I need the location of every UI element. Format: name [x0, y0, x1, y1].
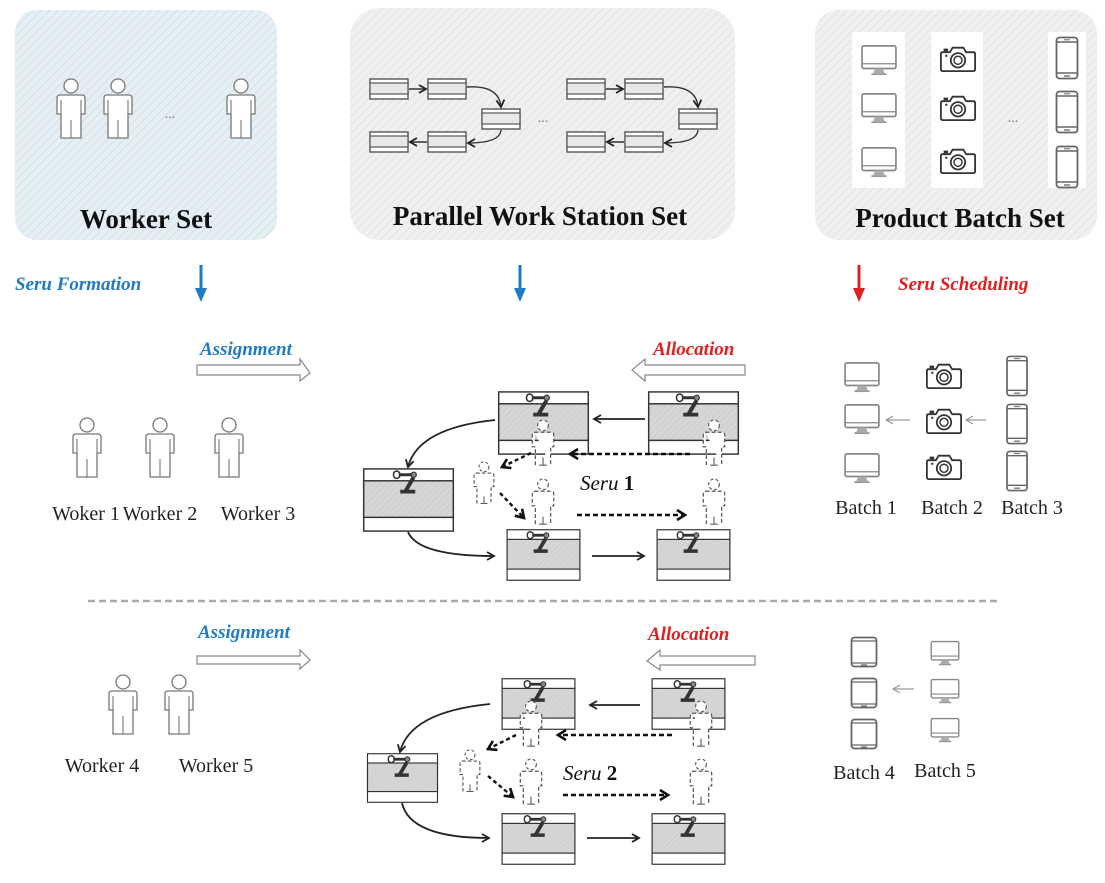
- allocation-arrow-icon: [631, 357, 746, 383]
- worker-icon: [108, 674, 138, 735]
- station-set-panel: ... Parallel Work Station Set: [350, 8, 735, 240]
- work-station: [362, 468, 455, 532]
- station-icon: [427, 131, 467, 153]
- station-set-title: Parallel Work Station Set: [393, 201, 687, 231]
- worker-label: Worker 2: [123, 503, 197, 525]
- worker-dashed-icon: [702, 478, 726, 525]
- phone-icon: [1006, 450, 1028, 492]
- batch-label: Batch 1: [835, 497, 897, 519]
- monitor-icon: [930, 640, 960, 666]
- station-set-ellipsis: ...: [538, 111, 549, 126]
- seru-formation-label: Seru Formation: [15, 274, 141, 295]
- worker-dashed-icon: [519, 758, 543, 805]
- station-icon: [624, 131, 664, 153]
- allocation-label: Allocation: [652, 339, 734, 360]
- work-station: [656, 529, 731, 581]
- worker-icon: [145, 417, 175, 478]
- station-icon: [566, 78, 606, 100]
- phone-icon: [1055, 36, 1079, 80]
- seru-1-section: Assignment Allocation Woker 1 Worker 2 W…: [52, 339, 1063, 581]
- blue-down-arrow-icon: [514, 265, 526, 302]
- assignment-arrow-icon: [196, 357, 311, 383]
- product-set-title: Product Batch Set: [855, 203, 1065, 233]
- assignment-label: Assignment: [197, 622, 291, 643]
- work-station: [366, 753, 439, 803]
- station-icon: [369, 131, 409, 153]
- station-icon: [624, 78, 664, 100]
- work-station: [501, 813, 576, 865]
- worker-dashed-icon: [473, 461, 495, 505]
- worker-label: Worker 4: [65, 755, 139, 777]
- allocation-arrow-icon: [646, 648, 756, 672]
- worker-dashed-icon: [531, 478, 555, 525]
- batch-label: Batch 3: [1001, 497, 1063, 519]
- seru-2-section: Assignment Allocation Worker 4 Worker 5: [65, 622, 976, 865]
- monitor-icon: [930, 678, 960, 704]
- work-station: [651, 813, 726, 865]
- phone-icon: [850, 636, 878, 668]
- worker-label: Worker 5: [179, 755, 253, 777]
- phone-icon: [1055, 145, 1079, 189]
- station-line-group: [566, 78, 718, 153]
- batch-label: Batch 4: [833, 762, 895, 784]
- monitor-icon: [844, 362, 880, 393]
- batch-label: Batch 2: [921, 497, 983, 519]
- station-icon: [566, 131, 606, 153]
- phone-icon: [850, 677, 878, 709]
- worker-dashed-icon: [459, 749, 481, 793]
- worker-label: Woker 1: [52, 503, 120, 525]
- batch-label: Batch 5: [914, 760, 976, 782]
- phone-icon: [1055, 90, 1079, 134]
- worker-label: Worker 3: [221, 503, 295, 525]
- phone-icon: [1006, 403, 1028, 445]
- blue-down-arrow-icon: [195, 265, 207, 302]
- monitor-icon: [930, 717, 960, 743]
- station-icon: [427, 78, 467, 100]
- station-icon: [369, 78, 409, 100]
- worker-set-title: Worker Set: [80, 204, 212, 234]
- work-station: [651, 678, 726, 730]
- worker-icon: [214, 417, 244, 478]
- camera-icon: [926, 454, 962, 481]
- camera-icon: [926, 363, 962, 390]
- assignment-label: Assignment: [199, 339, 293, 360]
- station-line-group: [369, 78, 521, 153]
- station-icon: [678, 108, 718, 130]
- worker-icon: [164, 674, 194, 735]
- monitor-icon: [844, 404, 880, 435]
- worker-set-panel: ... Worker Set: [15, 10, 277, 240]
- seru-1-label: Seru 1: [580, 471, 634, 495]
- red-down-arrow-icon: [853, 265, 865, 302]
- assignment-arrow-icon: [196, 648, 311, 671]
- worker-set-ellipsis: ...: [165, 107, 176, 122]
- work-station: [506, 529, 581, 581]
- seru-scheduling-label: Seru Scheduling: [898, 274, 1028, 295]
- phone-icon: [850, 718, 878, 750]
- phone-icon: [1006, 355, 1028, 397]
- station-icon: [481, 108, 521, 130]
- camera-icon: [926, 408, 962, 435]
- product-set-ellipsis: ...: [1008, 111, 1019, 126]
- allocation-label: Allocation: [647, 624, 729, 645]
- product-batch-set-panel: ... Product Batch Set: [815, 10, 1097, 240]
- seru-2-label: Seru 2: [563, 761, 617, 785]
- worker-dashed-icon: [689, 758, 713, 805]
- monitor-icon: [844, 453, 880, 484]
- worker-icon: [72, 417, 102, 478]
